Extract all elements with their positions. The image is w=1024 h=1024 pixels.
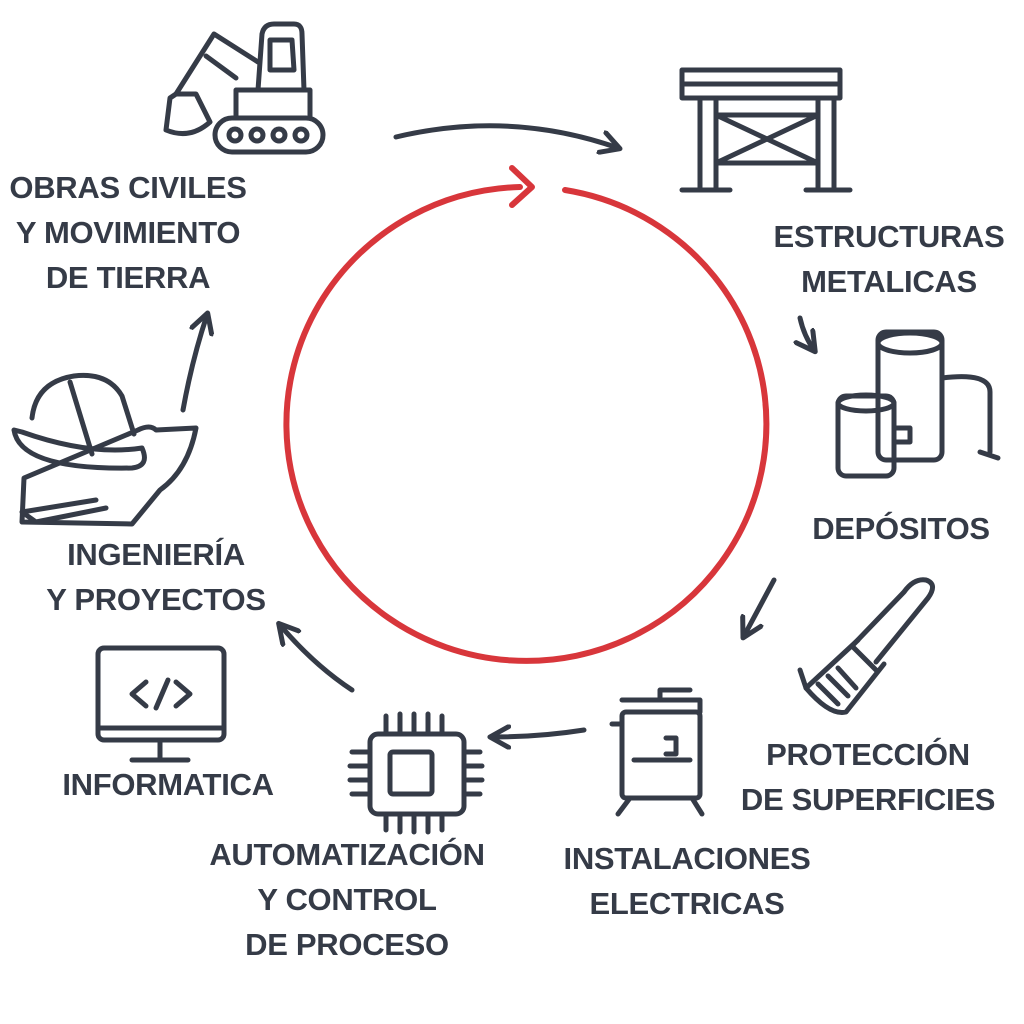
label-proteccion-superficies: PROTECCIÓN DE SUPERFICIES — [728, 732, 1008, 822]
label-line: ESTRUCTURAS — [773, 219, 1005, 254]
label-line: Y MOVIMIENTO — [15, 215, 241, 250]
label-obras-civiles: OBRAS CIVILES Y MOVIMIENTO DE TIERRA — [4, 165, 252, 300]
label-line: DE SUPERFICIES — [740, 782, 996, 817]
label-line: PROTECCIÓN — [766, 737, 970, 772]
label-informatica: INFORMATICA — [40, 762, 296, 807]
label-line: AUTOMATIZACIÓN — [209, 837, 485, 872]
label-line: ELECTRICAS — [589, 886, 785, 921]
label-line: INGENIERÍA — [67, 537, 245, 572]
label-line: DEPÓSITOS — [812, 511, 990, 546]
flow-arrow-obras-to-estructuras — [393, 123, 618, 148]
electrical-panel-icon — [609, 687, 705, 817]
central-cycle-arrow — [283, 165, 770, 664]
flow-arrow-ingenieria-to-obras — [180, 315, 207, 413]
flow-arrow-instalaciones-to-automatizacion — [492, 730, 587, 737]
label-line: Y PROYECTOS — [46, 582, 266, 617]
steel-structure-icon — [679, 67, 853, 193]
label-instalaciones-electricas: INSTALACIONES ELECTRICAS — [540, 836, 834, 926]
code-monitor-icon — [95, 645, 227, 763]
label-line: INSTALACIONES — [563, 841, 811, 876]
label-estructuras-metalicas: ESTRUCTURAS METALICAS — [762, 214, 1016, 304]
label-line: Y CONTROL — [257, 882, 437, 917]
label-line: OBRAS CIVILES — [9, 170, 247, 205]
label-line: METALICAS — [801, 264, 977, 299]
label-automatizacion: AUTOMATIZACIÓN Y CONTROL DE PROCESO — [208, 832, 486, 967]
flow-arrow-depositos-to-proteccion — [744, 577, 777, 636]
flow-arrow-automatizacion-to-ingenieria — [280, 625, 355, 693]
paint-brush-icon — [797, 577, 935, 715]
microchip-icon — [347, 711, 485, 835]
flow-arrow-estructuras-to-depositos — [800, 315, 814, 350]
label-line: INFORMATICA — [62, 767, 274, 802]
label-line: DE PROCESO — [245, 927, 449, 962]
label-ingenieria-proyectos: INGENIERÍA Y PROYECTOS — [24, 532, 288, 622]
tanks-icon — [835, 329, 1001, 479]
excavator-icon — [163, 21, 326, 155]
label-depositos: DEPÓSITOS — [796, 506, 1006, 551]
label-line: DE TIERRA — [45, 260, 211, 295]
hard-hat-blueprint-icon — [11, 372, 199, 527]
